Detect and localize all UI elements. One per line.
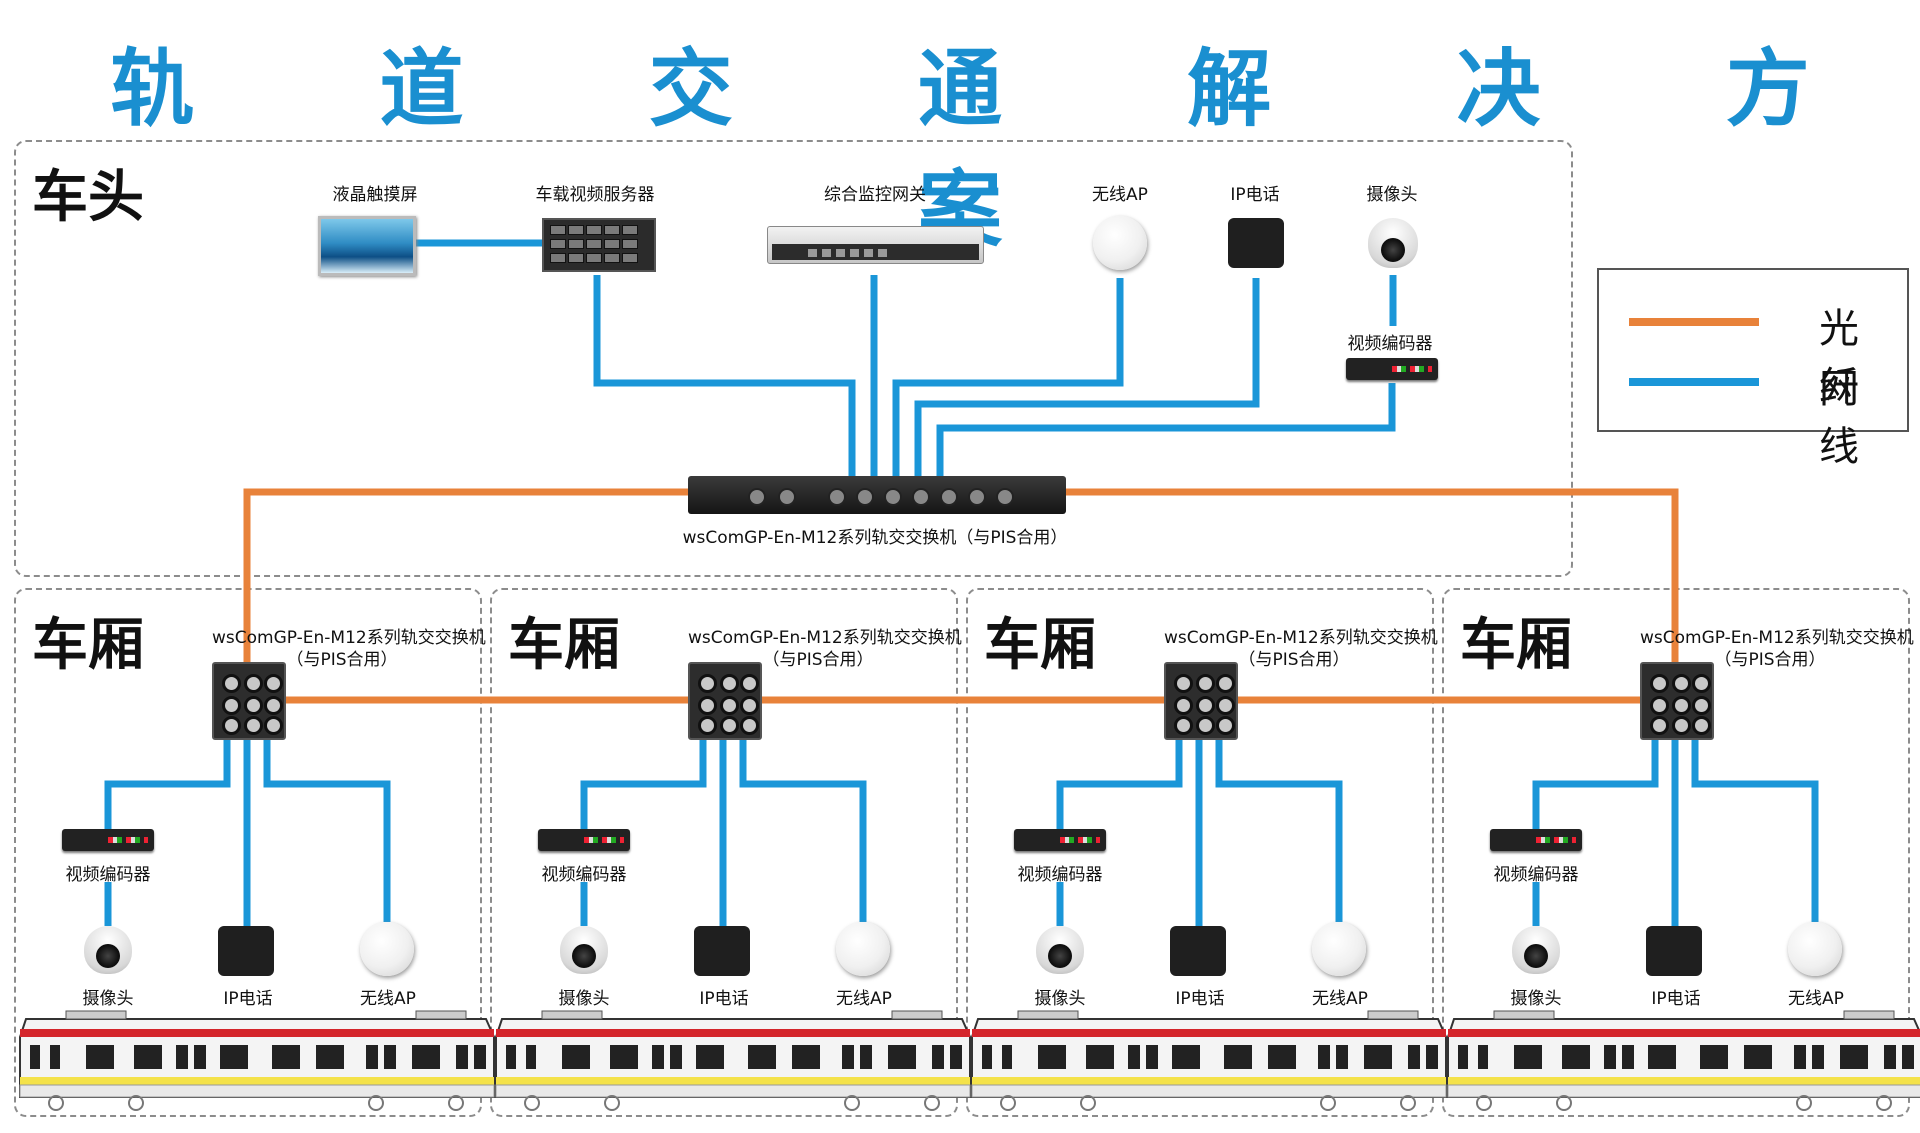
eth-ap-to-switch bbox=[892, 278, 1124, 476]
head-ip-phone-label: IP电话 bbox=[1230, 185, 1280, 205]
carriage-switch-icon-2 bbox=[688, 662, 762, 740]
carriage-encoder-icon-1 bbox=[62, 829, 154, 851]
legend-fiber-text: 光纤 bbox=[1819, 306, 1859, 410]
fiber-main-to-car4 bbox=[1066, 488, 1679, 700]
eth-car2-switch-to-ap bbox=[739, 736, 867, 922]
carriage-ap-label-1: 无线AP bbox=[360, 989, 416, 1009]
carriage-switch-icon-3 bbox=[1164, 662, 1238, 740]
legend-ethernet: 网线 bbox=[1629, 356, 1889, 470]
head-ip-phone-icon bbox=[1228, 218, 1284, 268]
lcd-label: 液晶触摸屏 bbox=[332, 185, 418, 205]
legend-ethernet-text: 网线 bbox=[1819, 366, 1859, 470]
train-car-icon-2 bbox=[495, 1010, 971, 1111]
carriage-encoder-label-1: 视频编码器 bbox=[65, 865, 151, 885]
carriage-switch-label-line2-1: （与PIS合用） bbox=[286, 650, 398, 670]
head-ap-icon bbox=[1093, 216, 1147, 270]
gateway-label: 综合监控网关 bbox=[824, 185, 926, 205]
train-car-icon-4 bbox=[1447, 1010, 1920, 1111]
head-encoder-icon bbox=[1346, 358, 1438, 380]
eth-car1-switch-to-encoder bbox=[104, 736, 231, 829]
eth-car2-switch-to-encoder bbox=[580, 736, 707, 829]
eth-phone-to-switch bbox=[914, 278, 1260, 476]
carriage-ip-phone-icon-3 bbox=[1170, 926, 1226, 976]
lcd-screen-icon bbox=[318, 216, 416, 276]
carriage-camera-icon-4 bbox=[1512, 926, 1560, 974]
carriage-camera-icon-3 bbox=[1036, 926, 1084, 974]
main-switch-label: wsComGP-En-M12系列轨交交换机（与PIS合用） bbox=[682, 528, 1068, 548]
carriage-label-1: 车厢 bbox=[32, 613, 144, 678]
eth-car4-switch-to-ap bbox=[1691, 736, 1819, 922]
main-switch-icon bbox=[688, 476, 1066, 514]
carriage-ip-phone-icon-2 bbox=[694, 926, 750, 976]
carriage-ap-icon-3 bbox=[1312, 922, 1366, 976]
carriage-ip-phone-label-4: IP电话 bbox=[1651, 989, 1701, 1009]
legend: 光纤 网线 bbox=[1597, 268, 1909, 470]
head-camera-label: 摄像头 bbox=[1366, 185, 1418, 205]
carriage-ap-label-2: 无线AP bbox=[836, 989, 892, 1009]
train-car-icon-1 bbox=[19, 1010, 495, 1111]
carriage-ap-icon-1 bbox=[360, 922, 414, 976]
carriage-label-3: 车厢 bbox=[984, 613, 1096, 678]
eth-car3-switch-to-encoder bbox=[1056, 736, 1183, 829]
carriage-ap-icon-2 bbox=[836, 922, 890, 976]
head-ap-label: 无线AP bbox=[1092, 185, 1148, 205]
carriage-label-4: 车厢 bbox=[1460, 613, 1572, 678]
head-section-box bbox=[14, 140, 1573, 577]
carriage-switch-label-line2-4: （与PIS合用） bbox=[1714, 650, 1826, 670]
eth-car1-switch-to-ap bbox=[263, 736, 391, 922]
eth-encoder-to-switch bbox=[936, 383, 1396, 476]
carriage-ip-phone-icon-4 bbox=[1646, 926, 1702, 976]
carriage-ip-phone-label-3: IP电话 bbox=[1175, 989, 1225, 1009]
carriage-ap-icon-4 bbox=[1788, 922, 1842, 976]
carriage-box-2 bbox=[490, 588, 958, 1117]
carriage-label-2: 车厢 bbox=[508, 613, 620, 678]
carriage-camera-label-3: 摄像头 bbox=[1034, 989, 1086, 1009]
carriage-encoder-label-3: 视频编码器 bbox=[1017, 865, 1103, 885]
carriage-camera-icon-2 bbox=[560, 926, 608, 974]
carriage-switch-label-line1-2: wsComGP-En-M12系列轨交交换机 bbox=[688, 628, 962, 648]
carriage-switch-label-line2-3: （与PIS合用） bbox=[1238, 650, 1350, 670]
eth-car4-switch-to-encoder bbox=[1532, 736, 1659, 829]
carriage-camera-label-2: 摄像头 bbox=[558, 989, 610, 1009]
diagram-title: 轨 道 交 通 解 决 方 案 bbox=[110, 40, 1888, 259]
carriage-ip-phone-icon-1 bbox=[218, 926, 274, 976]
legend-ethernet-swatch bbox=[1629, 378, 1759, 386]
video-server-icon bbox=[542, 218, 656, 272]
train-car-icon-3 bbox=[971, 1010, 1447, 1111]
fiber-main-to-car1 bbox=[243, 488, 688, 700]
fiber-lines bbox=[243, 488, 1679, 704]
legend-fiber-swatch bbox=[1629, 318, 1759, 326]
carriage-camera-icon-1 bbox=[84, 926, 132, 974]
ethernet-lines bbox=[104, 239, 1819, 926]
carriage-encoder-label-4: 视频编码器 bbox=[1493, 865, 1579, 885]
legend-fiber: 光纤 bbox=[1629, 296, 1889, 410]
carriage-encoder-icon-2 bbox=[538, 829, 630, 851]
carriage-encoder-icon-4 bbox=[1490, 829, 1582, 851]
carriage-ip-phone-label-2: IP电话 bbox=[699, 989, 749, 1009]
carriage-camera-label-1: 摄像头 bbox=[82, 989, 134, 1009]
video-server-label: 车载视频服务器 bbox=[535, 185, 655, 205]
carriage-switch-label-line1-3: wsComGP-En-M12系列轨交交换机 bbox=[1164, 628, 1438, 648]
carriage-ap-label-4: 无线AP bbox=[1788, 989, 1844, 1009]
carriage-box-3 bbox=[966, 588, 1434, 1117]
eth-server-to-switch bbox=[593, 275, 856, 476]
eth-car3-switch-to-ap bbox=[1215, 736, 1343, 922]
head-encoder-label: 视频编码器 bbox=[1347, 334, 1433, 354]
head-label: 车头 bbox=[32, 165, 144, 230]
carriage-switch-icon-1 bbox=[212, 662, 286, 740]
carriage-camera-label-4: 摄像头 bbox=[1510, 989, 1562, 1009]
carriage-encoder-icon-3 bbox=[1014, 829, 1106, 851]
carriage-switch-label-line2-2: （与PIS合用） bbox=[762, 650, 874, 670]
head-camera-icon bbox=[1368, 218, 1418, 268]
carriage-ip-phone-label-1: IP电话 bbox=[223, 989, 273, 1009]
gateway-icon bbox=[767, 226, 984, 264]
carriage-switch-icon-4 bbox=[1640, 662, 1714, 740]
carriage-switch-label-line1-1: wsComGP-En-M12系列轨交交换机 bbox=[212, 628, 486, 648]
carriage-ap-label-3: 无线AP bbox=[1312, 989, 1368, 1009]
carriage-encoder-label-2: 视频编码器 bbox=[541, 865, 627, 885]
carriage-switch-label-line1-4: wsComGP-En-M12系列轨交交换机 bbox=[1640, 628, 1914, 648]
